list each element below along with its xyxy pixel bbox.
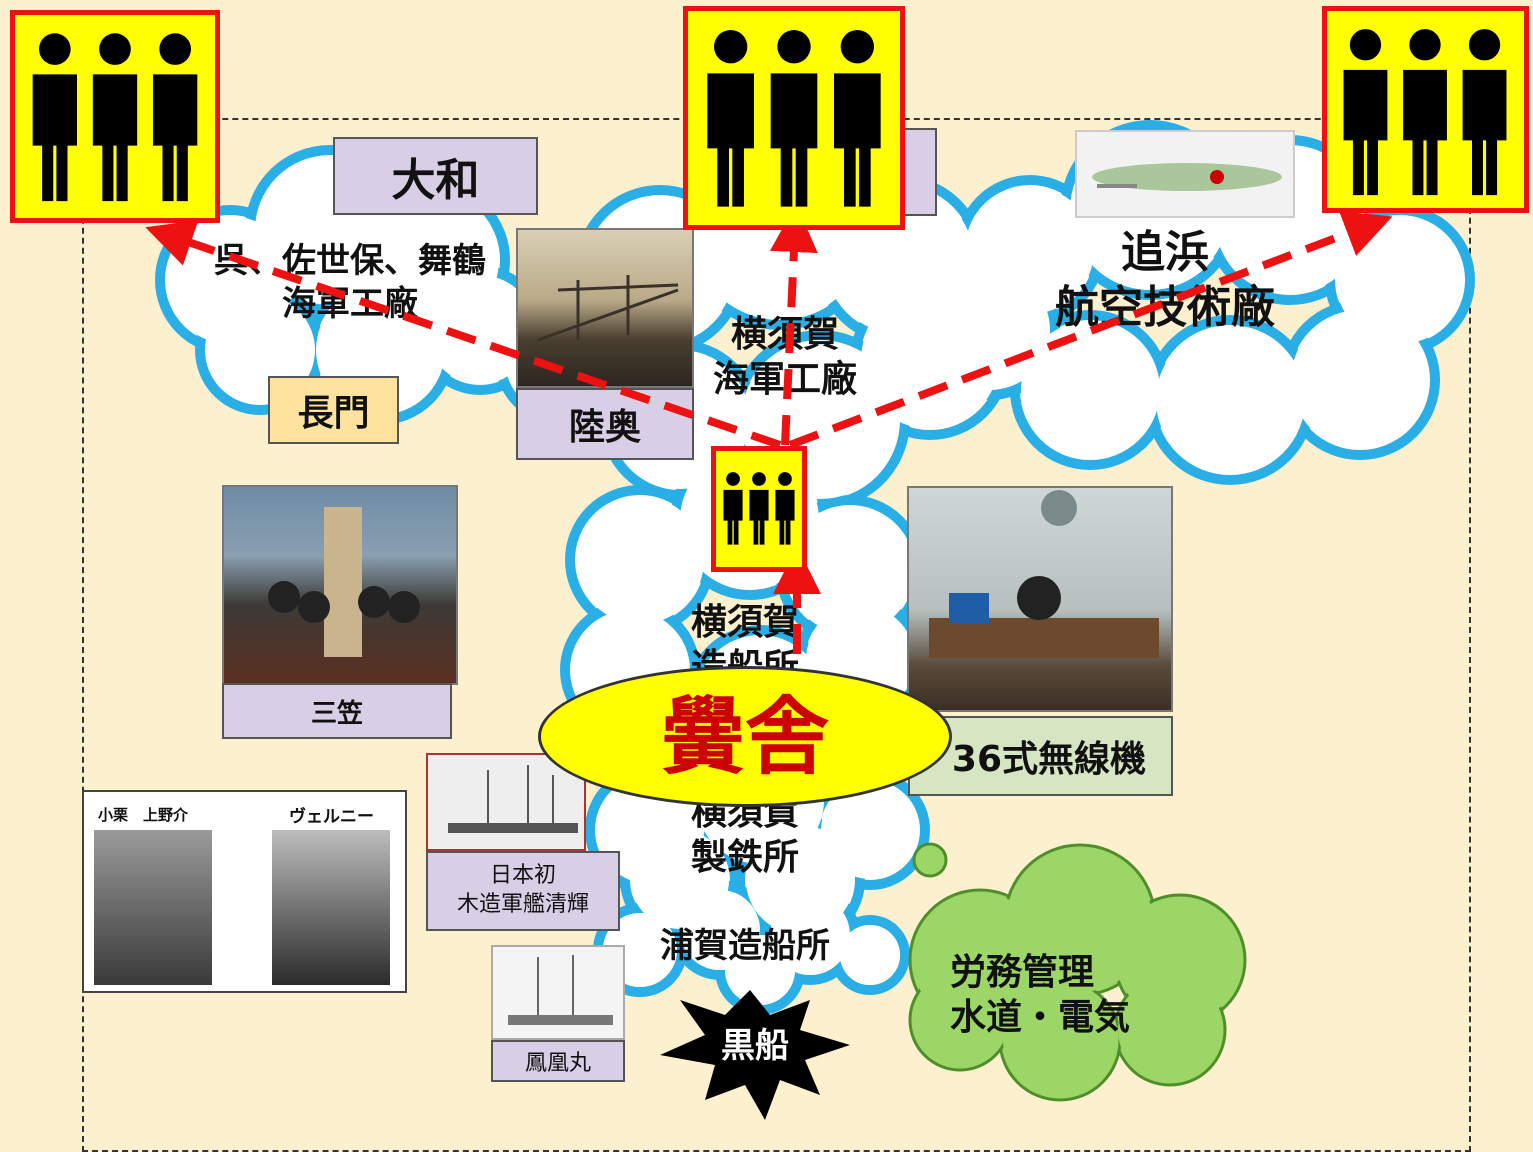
photo-radio-room — [907, 486, 1173, 712]
arrow-to-yokosuka — [769, 204, 818, 446]
black-ship-burst — [660, 990, 850, 1120]
center-title: 黌舎 — [660, 687, 829, 786]
label-mutsu: 陸奥 — [516, 388, 694, 460]
text-labor: 労務管理 水道・電気 — [950, 952, 1131, 1038]
label-hououmaru: 鳳凰丸 — [491, 1040, 625, 1082]
photo-first-warship — [426, 753, 586, 851]
text-oppama: 追浜 航空技術廠 — [1055, 227, 1275, 333]
label-nagato: 長門 — [268, 376, 399, 444]
label-mikasa: 三笠 — [222, 683, 452, 739]
label-first-warship: 日本初 木造軍艦清輝 — [426, 851, 620, 931]
label-yamato: 大和 — [333, 137, 538, 215]
people-box-center — [711, 446, 807, 572]
center-ellipse: 黌舎 — [538, 666, 952, 807]
people-box-left — [10, 10, 220, 223]
photo-portraits: 小栗 上野介 ヴェルニー — [82, 790, 407, 993]
people-icon — [32, 33, 198, 202]
diagram-canvas: 小栗 上野介 ヴェルニー 大和 長門 陸奥 三笠 36式無線機 日本初 木造軍艦… — [10, 6, 1529, 1152]
portrait-oguri — [94, 830, 212, 985]
arrow-to-oppama — [788, 211, 1393, 449]
text-uraga: 浦賀造船所 — [660, 926, 830, 966]
caption-verny: ヴェルニー — [289, 807, 374, 827]
thought-bubble — [912, 842, 948, 878]
portrait-verny — [272, 830, 390, 985]
arrow-to-kure — [145, 220, 782, 449]
label-radio: 36式無線機 — [908, 716, 1173, 796]
text-kure: 呉、佐世保、舞鶴 海軍工廠 — [214, 241, 486, 324]
caption-oguri: 小栗 上野介 — [98, 806, 189, 824]
people-icon — [707, 30, 881, 207]
people-icon — [1343, 29, 1507, 196]
photo-zero-fighter — [1075, 130, 1295, 218]
photo-mikasa-painting — [222, 485, 458, 685]
people-icon — [723, 472, 795, 545]
photo-hououmaru — [491, 945, 625, 1040]
people-box-right — [1322, 6, 1529, 213]
people-box-center-top — [683, 6, 905, 230]
text-black-ship: 黒船 — [721, 1026, 789, 1066]
